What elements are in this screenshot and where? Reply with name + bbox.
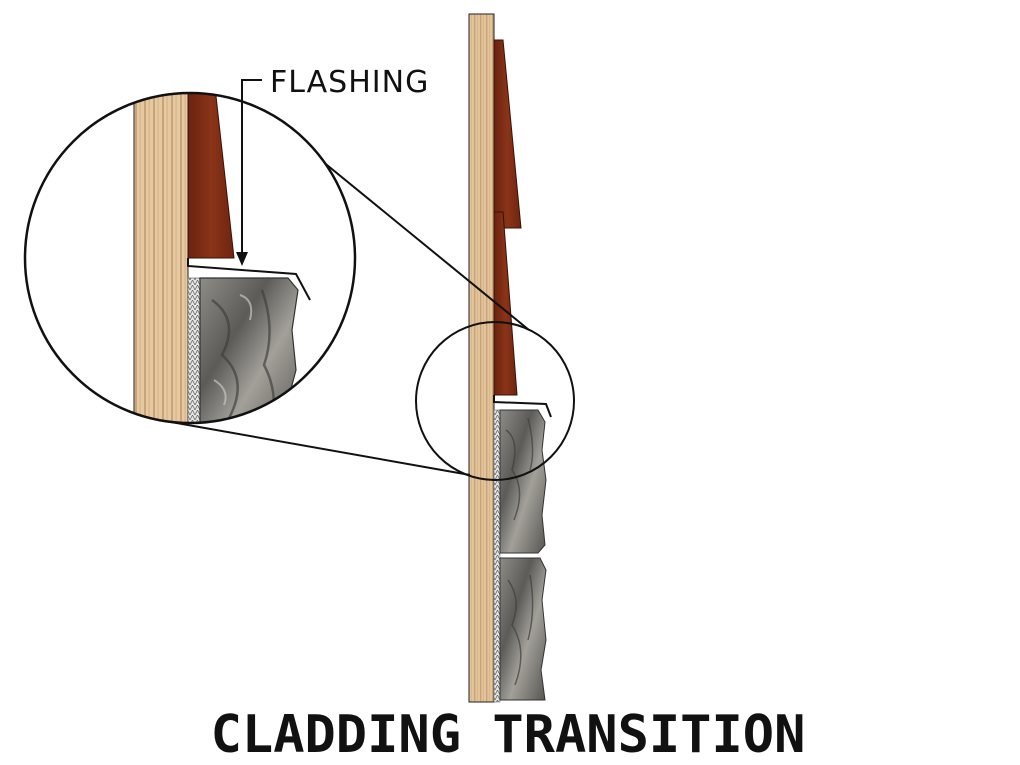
metal-flashing <box>493 395 552 418</box>
mortar-layer <box>493 409 501 703</box>
wall-section <box>468 13 552 703</box>
magnified-plywood <box>133 93 189 423</box>
magnified-mortar <box>187 277 201 423</box>
diagram-title: CLADDING TRANSITION <box>211 705 806 765</box>
wood-siding-upper <box>493 39 522 229</box>
callout-leader <box>241 79 262 262</box>
magnified-flashing <box>187 258 311 301</box>
callout-label: FLASHING <box>270 65 429 100</box>
stone-veneer-upper <box>499 409 547 554</box>
magnified-wood-siding <box>187 93 235 259</box>
callout-arrowhead <box>236 252 248 266</box>
wood-siding-lower <box>493 211 518 396</box>
stone-veneer-lower <box>499 557 547 701</box>
magnifier-circle <box>23 91 357 425</box>
connector-line-top <box>299 142 530 331</box>
magnified-detail <box>23 91 357 425</box>
connector-line-bottom <box>153 418 471 476</box>
flashing-callout: FLASHING <box>236 65 429 266</box>
detail-marker-circle <box>415 321 575 481</box>
plywood-sheathing <box>468 13 495 703</box>
